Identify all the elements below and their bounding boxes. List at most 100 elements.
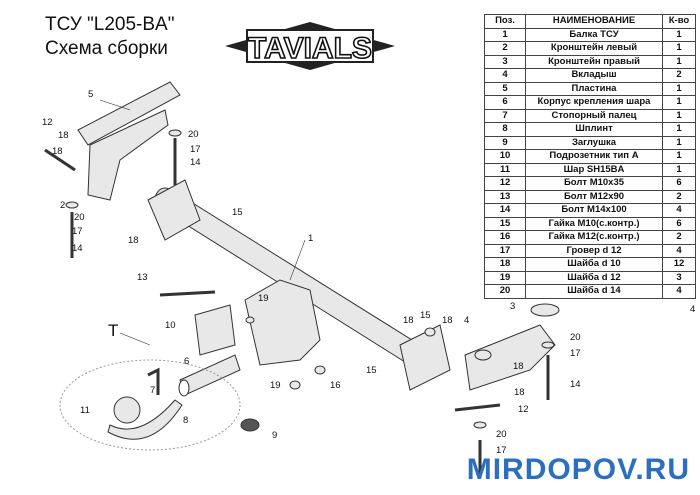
cell-name: Кронштейн правый bbox=[525, 54, 663, 69]
cell-position: 19 bbox=[484, 270, 526, 285]
cell-position: 15 bbox=[484, 216, 526, 231]
cell-quantity: 1 bbox=[662, 27, 696, 42]
cell-quantity: 1 bbox=[662, 95, 696, 110]
tow-ball-head bbox=[113, 396, 141, 424]
callout-label: 15 bbox=[420, 310, 431, 321]
callout-label: 19 bbox=[270, 380, 281, 391]
cell-name: Шайба d 10 bbox=[525, 257, 663, 272]
insert-4 bbox=[474, 349, 492, 361]
cell-position: 12 bbox=[484, 176, 526, 191]
callout-label: 13 bbox=[137, 272, 148, 283]
col-header-quantity: К-во bbox=[662, 14, 696, 29]
cell-name: Кронштейн левый bbox=[525, 41, 663, 56]
cell-position: 11 bbox=[484, 162, 526, 177]
callout-label: 14 bbox=[570, 379, 581, 390]
cell-quantity: 4 bbox=[662, 203, 696, 218]
callout-label: 18 bbox=[52, 146, 63, 157]
cell-position: 7 bbox=[484, 108, 526, 123]
tavials-logo: TAVIALS bbox=[225, 22, 395, 70]
cell-quantity: 2 bbox=[662, 189, 696, 204]
callout-label: 11 bbox=[80, 405, 90, 416]
left-bracket-2 bbox=[87, 109, 169, 201]
callout-label: 19 bbox=[258, 293, 269, 304]
callout-label: 5 bbox=[88, 89, 94, 100]
tow-ball-11 bbox=[107, 399, 183, 440]
callout-label: 10 bbox=[165, 320, 176, 331]
callout-label: 2 bbox=[60, 200, 66, 211]
cell-quantity: 1 bbox=[662, 149, 696, 164]
cell-position: 13 bbox=[484, 189, 526, 204]
cell-name: Гайка M12(с.контр.) bbox=[525, 230, 663, 245]
cell-quantity: 3 bbox=[662, 270, 696, 285]
bolts bbox=[44, 138, 550, 478]
cell-quantity: 6 bbox=[662, 176, 696, 191]
callout-label: 18 bbox=[58, 130, 69, 141]
beam-end-plate-right bbox=[399, 324, 451, 391]
watermark: MIRDOPOV.RU bbox=[466, 453, 690, 486]
cell-position: 1 bbox=[484, 27, 526, 42]
callout-label: 17 bbox=[190, 144, 201, 155]
callout-label: 18 bbox=[513, 361, 524, 372]
cell-name: Болт M14x100 bbox=[525, 203, 663, 218]
cell-quantity: 4 bbox=[662, 243, 696, 258]
cell-position: 18 bbox=[484, 257, 526, 272]
cell-position: 9 bbox=[484, 135, 526, 150]
cell-position: 14 bbox=[484, 203, 526, 218]
cell-position: 16 bbox=[484, 230, 526, 245]
callout-label: 17 bbox=[72, 226, 83, 237]
plug-9 bbox=[240, 418, 260, 432]
callout-label: 3 bbox=[510, 301, 516, 312]
callout-label: 16 bbox=[330, 380, 341, 391]
cell-name: Заглушка bbox=[525, 135, 663, 150]
beam-end-plate-left bbox=[147, 179, 201, 241]
cell-name: Балка ТСУ bbox=[525, 27, 663, 42]
cell-quantity: 1 bbox=[662, 81, 696, 96]
cell-quantity: 1 bbox=[662, 122, 696, 137]
ball-mount-bracket bbox=[244, 279, 321, 366]
col-header-position: Поз. bbox=[484, 14, 526, 29]
socket-plate-10 bbox=[194, 304, 236, 356]
cell-name: Шплинт bbox=[525, 122, 663, 137]
cell-name: Шайба d 12 bbox=[525, 270, 663, 285]
callout-label: 18 bbox=[442, 315, 453, 326]
cell-position: 2 bbox=[484, 41, 526, 56]
callout-label: 14 bbox=[72, 243, 83, 254]
right-bracket-3 bbox=[464, 324, 556, 391]
callout-label: 18 bbox=[403, 315, 414, 326]
callout-label: 14 bbox=[190, 157, 201, 168]
col-header-name: НАИМЕНОВАНИЕ bbox=[525, 14, 663, 29]
callout-label: T bbox=[108, 321, 119, 340]
cell-position: 20 bbox=[484, 284, 526, 299]
callout-label: 17 bbox=[496, 445, 507, 456]
cell-name: Гайка M10(с.контр.) bbox=[525, 216, 663, 231]
cell-quantity: 1 bbox=[662, 54, 696, 69]
callout-label: 1 bbox=[308, 233, 314, 244]
callout-label: 9 bbox=[272, 430, 278, 441]
callout-label: 17 bbox=[570, 348, 581, 359]
callout-label: 12 bbox=[42, 117, 53, 128]
cell-quantity: 1 bbox=[662, 162, 696, 177]
cell-name: Шар SH15BA bbox=[525, 162, 663, 177]
callout-label: 12 bbox=[518, 404, 529, 415]
cell-name: Стопорный палец bbox=[525, 108, 663, 123]
callout-label: 4 bbox=[690, 304, 696, 315]
callout-label: 15 bbox=[366, 365, 377, 376]
callout-label: 4 bbox=[464, 315, 470, 326]
cell-name: Болт M10x35 bbox=[525, 176, 663, 191]
